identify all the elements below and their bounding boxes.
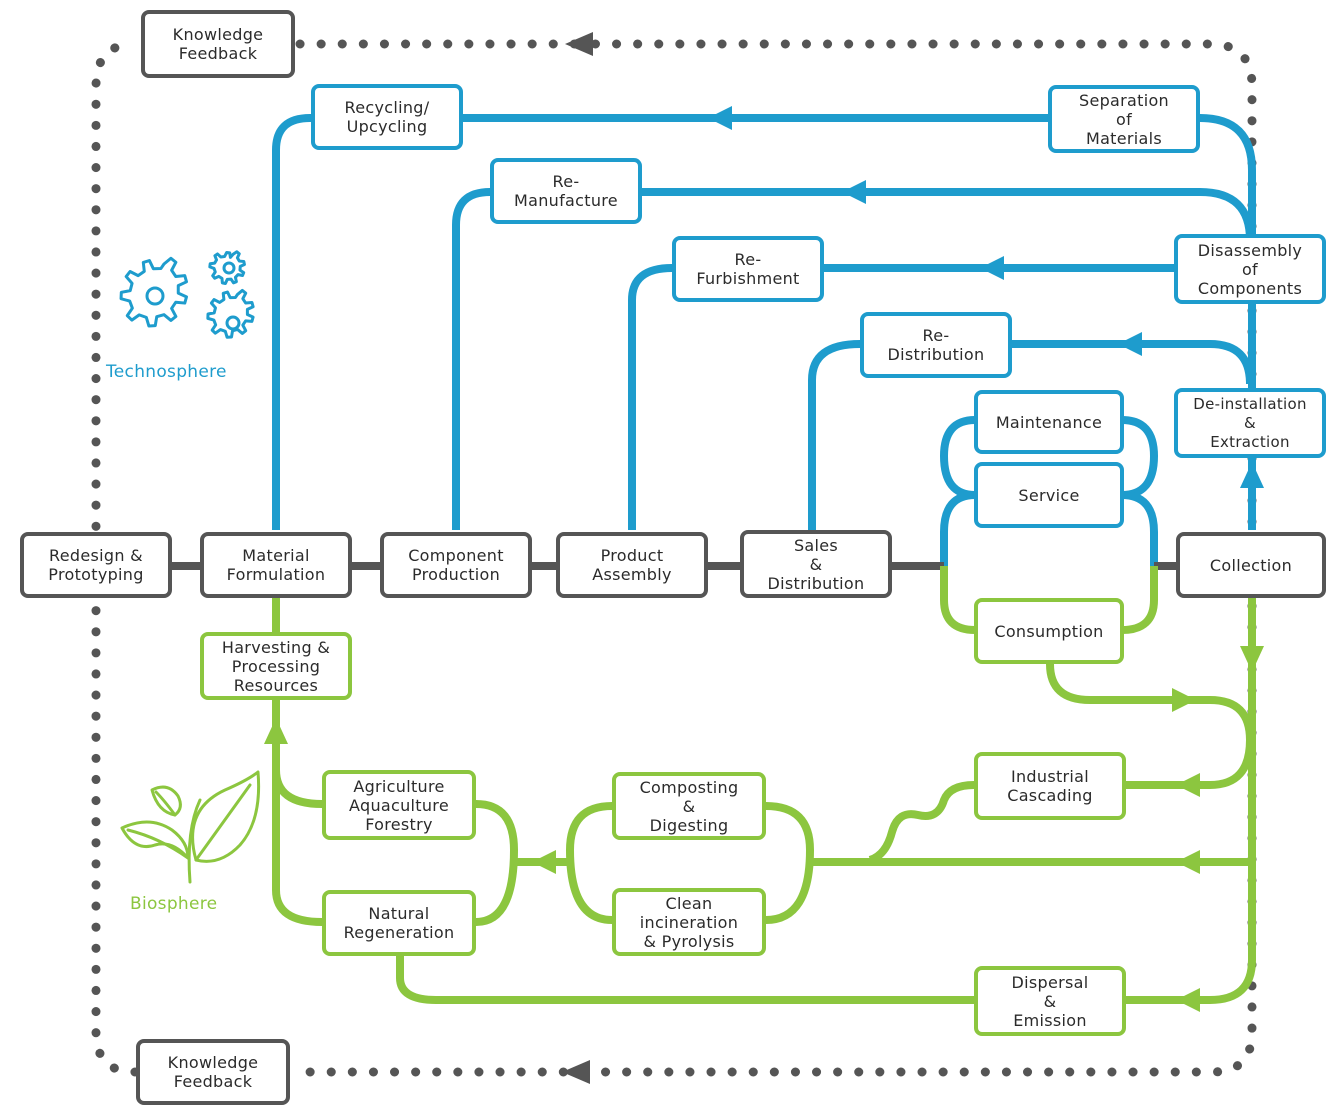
- node-refurbishment: Re- Furbishment: [672, 236, 824, 302]
- node-consumption: Consumption: [974, 598, 1124, 664]
- knowledge-feedback-loop: [91, 39, 1257, 1077]
- node-maintenance: Maintenance: [974, 390, 1124, 454]
- technosphere-label: Technosphere: [106, 362, 227, 382]
- node-collection: Collection: [1176, 532, 1326, 598]
- feedback-arrow-top: [565, 32, 593, 56]
- node-disassembly-of-components: Disassembly of Components: [1174, 234, 1326, 304]
- node-clean-incineration-pyrolysis: Clean incineration & Pyrolysis: [612, 888, 766, 956]
- feedback-arrow-bottom: [562, 1060, 590, 1084]
- technosphere-arrows: [708, 106, 1264, 488]
- node-agriculture-aquaculture-forestry: Agriculture Aquaculture Forestry: [322, 770, 476, 840]
- node-redesign-prototyping: Redesign & Prototyping: [20, 532, 172, 598]
- node-harvesting-processing: Harvesting & Processing Resources: [200, 632, 352, 700]
- node-separation-of-materials: Separation of Materials: [1048, 85, 1200, 153]
- biosphere-arrows: [264, 646, 1264, 1012]
- node-recycling-upcycling: Recycling/ Upcycling: [311, 84, 463, 150]
- knowledge-feedback-top: Knowledge Feedback: [141, 10, 295, 78]
- node-industrial-cascading: Industrial Cascading: [974, 752, 1126, 820]
- node-sales-distribution: Sales & Distribution: [740, 530, 892, 598]
- node-remanufacture: Re- Manufacture: [490, 158, 642, 224]
- node-composting-digesting: Composting & Digesting: [612, 772, 766, 840]
- biosphere-label: Biosphere: [130, 894, 218, 914]
- node-service: Service: [974, 462, 1124, 528]
- node-redistribution: Re- Distribution: [860, 312, 1012, 378]
- leaves-icon: [120, 770, 261, 884]
- node-dispersal-emission: Dispersal & Emission: [974, 966, 1126, 1036]
- knowledge-feedback-bottom: Knowledge Feedback: [136, 1039, 290, 1105]
- node-deinstallation-extraction: De-installation & Extraction: [1174, 388, 1326, 458]
- node-component-production: Component Production: [380, 532, 532, 598]
- gears-icon: [119, 250, 255, 339]
- node-material-formulation: Material Formulation: [200, 532, 352, 598]
- node-product-assembly: Product Assembly: [556, 532, 708, 598]
- technosphere-loops: [272, 114, 1256, 566]
- node-natural-regeneration: Natural Regeneration: [322, 890, 476, 956]
